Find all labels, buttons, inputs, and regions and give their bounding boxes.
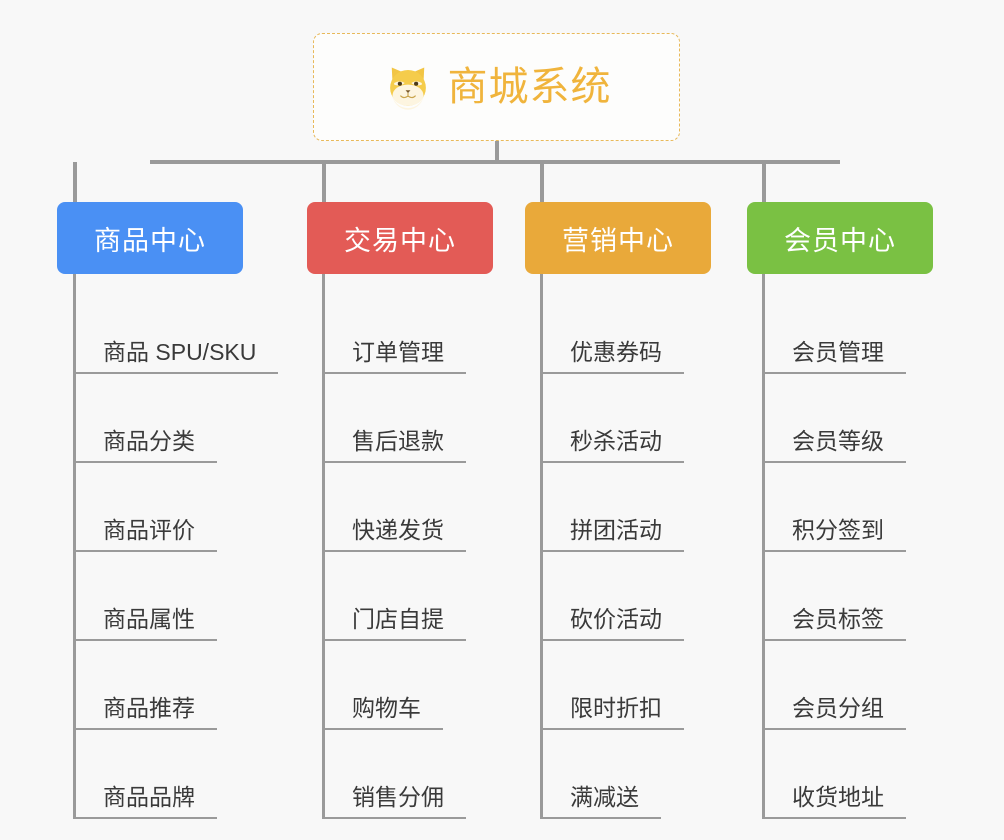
leaf-item-label: 会员标签 [762, 606, 906, 641]
leaf-item[interactable]: 商品评价 [73, 463, 217, 552]
root-title: 商城系统 [447, 65, 612, 109]
category-label: 营销中心 [562, 225, 674, 256]
leaf-item-label: 砍价活动 [540, 606, 684, 641]
leaf-item-label: 订单管理 [322, 339, 466, 374]
leaf-item-label: 会员管理 [762, 339, 906, 374]
leaf-item[interactable]: 会员等级 [762, 374, 906, 463]
leaf-item-label: 商品推荐 [73, 695, 217, 730]
leaf-item-label: 商品属性 [73, 606, 217, 641]
leaf-item-label: 商品评价 [73, 517, 217, 552]
leaf-item-label: 快递发货 [322, 517, 466, 552]
leaf-item-label: 售后退款 [322, 428, 466, 463]
leaf-item[interactable]: 拼团活动 [540, 463, 684, 552]
leaf-item[interactable]: 积分签到 [762, 463, 906, 552]
spine-product-center [73, 274, 76, 819]
leaf-item[interactable]: 门店自提 [322, 552, 466, 641]
category-box-product-center[interactable]: 商品中心 [57, 202, 243, 274]
leaf-item[interactable]: 优惠券码 [540, 285, 684, 374]
leaf-item-label: 优惠券码 [540, 339, 684, 374]
connector-drop-product-center [73, 162, 77, 202]
spine-marketing-center [540, 274, 543, 819]
leaf-item-label: 购物车 [322, 695, 443, 730]
leaf-item[interactable]: 会员管理 [762, 285, 906, 374]
leaf-item[interactable]: 限时折扣 [540, 641, 684, 730]
leaf-item-label: 门店自提 [322, 606, 466, 641]
leaf-item[interactable]: 商品分类 [73, 374, 217, 463]
leaf-item[interactable]: 商品属性 [73, 552, 217, 641]
leaf-item[interactable]: 售后退款 [322, 374, 466, 463]
spine-member-center [762, 274, 765, 819]
leaf-item[interactable]: 砍价活动 [540, 552, 684, 641]
connector-horizontal-bar [150, 160, 840, 164]
leaf-item-label: 会员分组 [762, 695, 906, 730]
leaf-item-label: 收货地址 [762, 784, 906, 819]
leaf-item[interactable]: 秒杀活动 [540, 374, 684, 463]
shiba-dog-face-icon [382, 61, 434, 113]
leaf-item-label: 商品品牌 [73, 784, 217, 819]
leaf-item-label: 商品分类 [73, 428, 217, 463]
leaf-item-label: 销售分佣 [322, 784, 466, 819]
category-box-trade-center[interactable]: 交易中心 [307, 202, 493, 274]
spine-trade-center [322, 274, 325, 819]
leaf-item[interactable]: 会员标签 [762, 552, 906, 641]
category-box-member-center[interactable]: 会员中心 [747, 202, 933, 274]
leaf-item-label: 拼团活动 [540, 517, 684, 552]
connector-drop-member-center [762, 162, 766, 202]
leaf-item[interactable]: 快递发货 [322, 463, 466, 552]
leaf-item[interactable]: 会员分组 [762, 641, 906, 730]
leaf-item[interactable]: 购物车 [322, 641, 443, 730]
leaf-item-label: 商品 SPU/SKU [73, 339, 279, 374]
connector-drop-marketing-center [540, 162, 544, 202]
leaf-item[interactable]: 商品 SPU/SKU [73, 285, 279, 374]
leaf-item[interactable]: 商品推荐 [73, 641, 217, 730]
connector-root-vertical [495, 141, 499, 163]
root-node[interactable]: 商城系统 [313, 33, 680, 141]
leaf-item[interactable]: 订单管理 [322, 285, 466, 374]
leaf-item-label: 秒杀活动 [540, 428, 684, 463]
leaf-item[interactable]: 满减送 [540, 730, 661, 819]
leaf-item-label: 满减送 [540, 784, 661, 819]
leaf-item-label: 限时折扣 [540, 695, 684, 730]
leaf-item[interactable]: 销售分佣 [322, 730, 466, 819]
category-box-marketing-center[interactable]: 营销中心 [525, 202, 711, 274]
leaf-item-label: 积分签到 [762, 517, 906, 552]
category-label: 会员中心 [784, 225, 896, 256]
category-label: 商品中心 [94, 225, 206, 256]
leaf-item[interactable]: 商品品牌 [73, 730, 217, 819]
leaf-item-label: 会员等级 [762, 428, 906, 463]
connector-drop-trade-center [322, 162, 326, 202]
category-label: 交易中心 [344, 225, 456, 256]
leaf-item[interactable]: 收货地址 [762, 730, 906, 819]
